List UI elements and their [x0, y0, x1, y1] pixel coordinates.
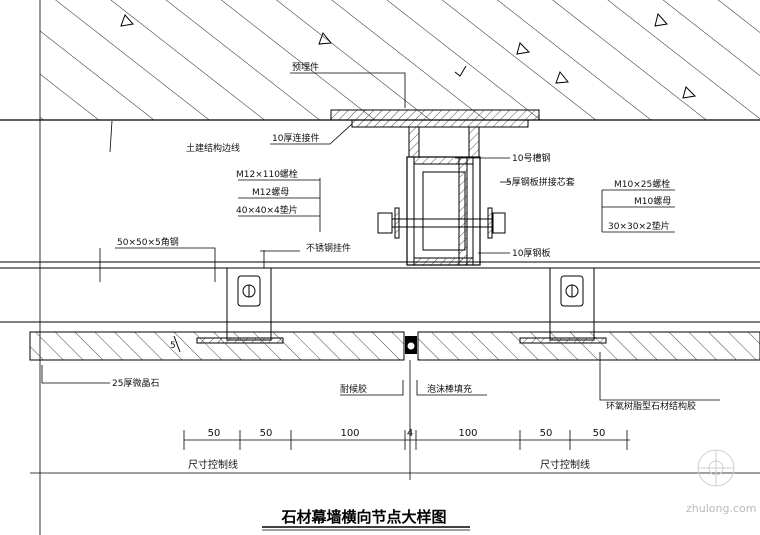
dim-right-3: 50 — [593, 428, 606, 439]
stone-panels — [29, 331, 760, 361]
leader-lines — [41, 72, 720, 401]
label-embedded-part: 预埋件 — [292, 61, 319, 73]
embedded-plate — [330, 109, 540, 158]
drawing-title: 石材幕墙横向节点大样图 — [280, 508, 446, 526]
label-nut-m12: M12螺母 — [252, 187, 289, 198]
label-foam-rod: 泡沫棒填充 — [427, 383, 472, 395]
watermark-logo — [697, 449, 735, 487]
dim-left-1: 50 — [208, 428, 221, 439]
dim-control-right: 尺寸控制线 — [540, 458, 590, 471]
label-ss-hanger: 不锈钢挂件 — [306, 242, 351, 254]
label-sealant: 耐候胶 — [340, 383, 367, 395]
dim-right-1: 100 — [458, 428, 477, 439]
dim-right-2: 50 — [540, 428, 553, 439]
label-sleeve: 5厚钢板拼接芯套 — [506, 176, 575, 188]
channel-steel — [406, 156, 481, 266]
label-connector: 10厚连接件 — [272, 132, 319, 144]
dimension-lines — [30, 360, 760, 480]
angle-steel — [0, 261, 760, 323]
dim-left-2: 50 — [260, 428, 273, 439]
dim-joint: 4 — [407, 428, 413, 439]
watermark-text: zhulong.com — [686, 502, 756, 515]
m12-bolt — [377, 207, 506, 239]
label-washer-30: 30×30×2垫片 — [608, 220, 670, 232]
label-angle-steel: 50×50×5角钢 — [117, 236, 179, 248]
label-structure-edge: 土建结构边线 — [186, 142, 240, 154]
label-bolt-m10: M10×25螺栓 — [614, 178, 670, 190]
dim-left-3: 100 — [340, 428, 359, 439]
dim-control-left: 尺寸控制线 — [188, 458, 238, 471]
label-channel: 10号槽钢 — [512, 152, 550, 164]
label-gap: 5 — [170, 341, 176, 351]
label-crystal-stone: 25厚微晶石 — [112, 377, 159, 389]
label-epoxy: 环氧树脂型石材结构胶 — [606, 400, 696, 412]
label-washer-40: 40×40×4垫片 — [236, 204, 298, 216]
label-steel-plate: 10厚钢板 — [512, 247, 550, 259]
label-nut-m10: M10螺母 — [634, 196, 671, 207]
label-bolt-m12: M12×110螺栓 — [236, 168, 298, 180]
